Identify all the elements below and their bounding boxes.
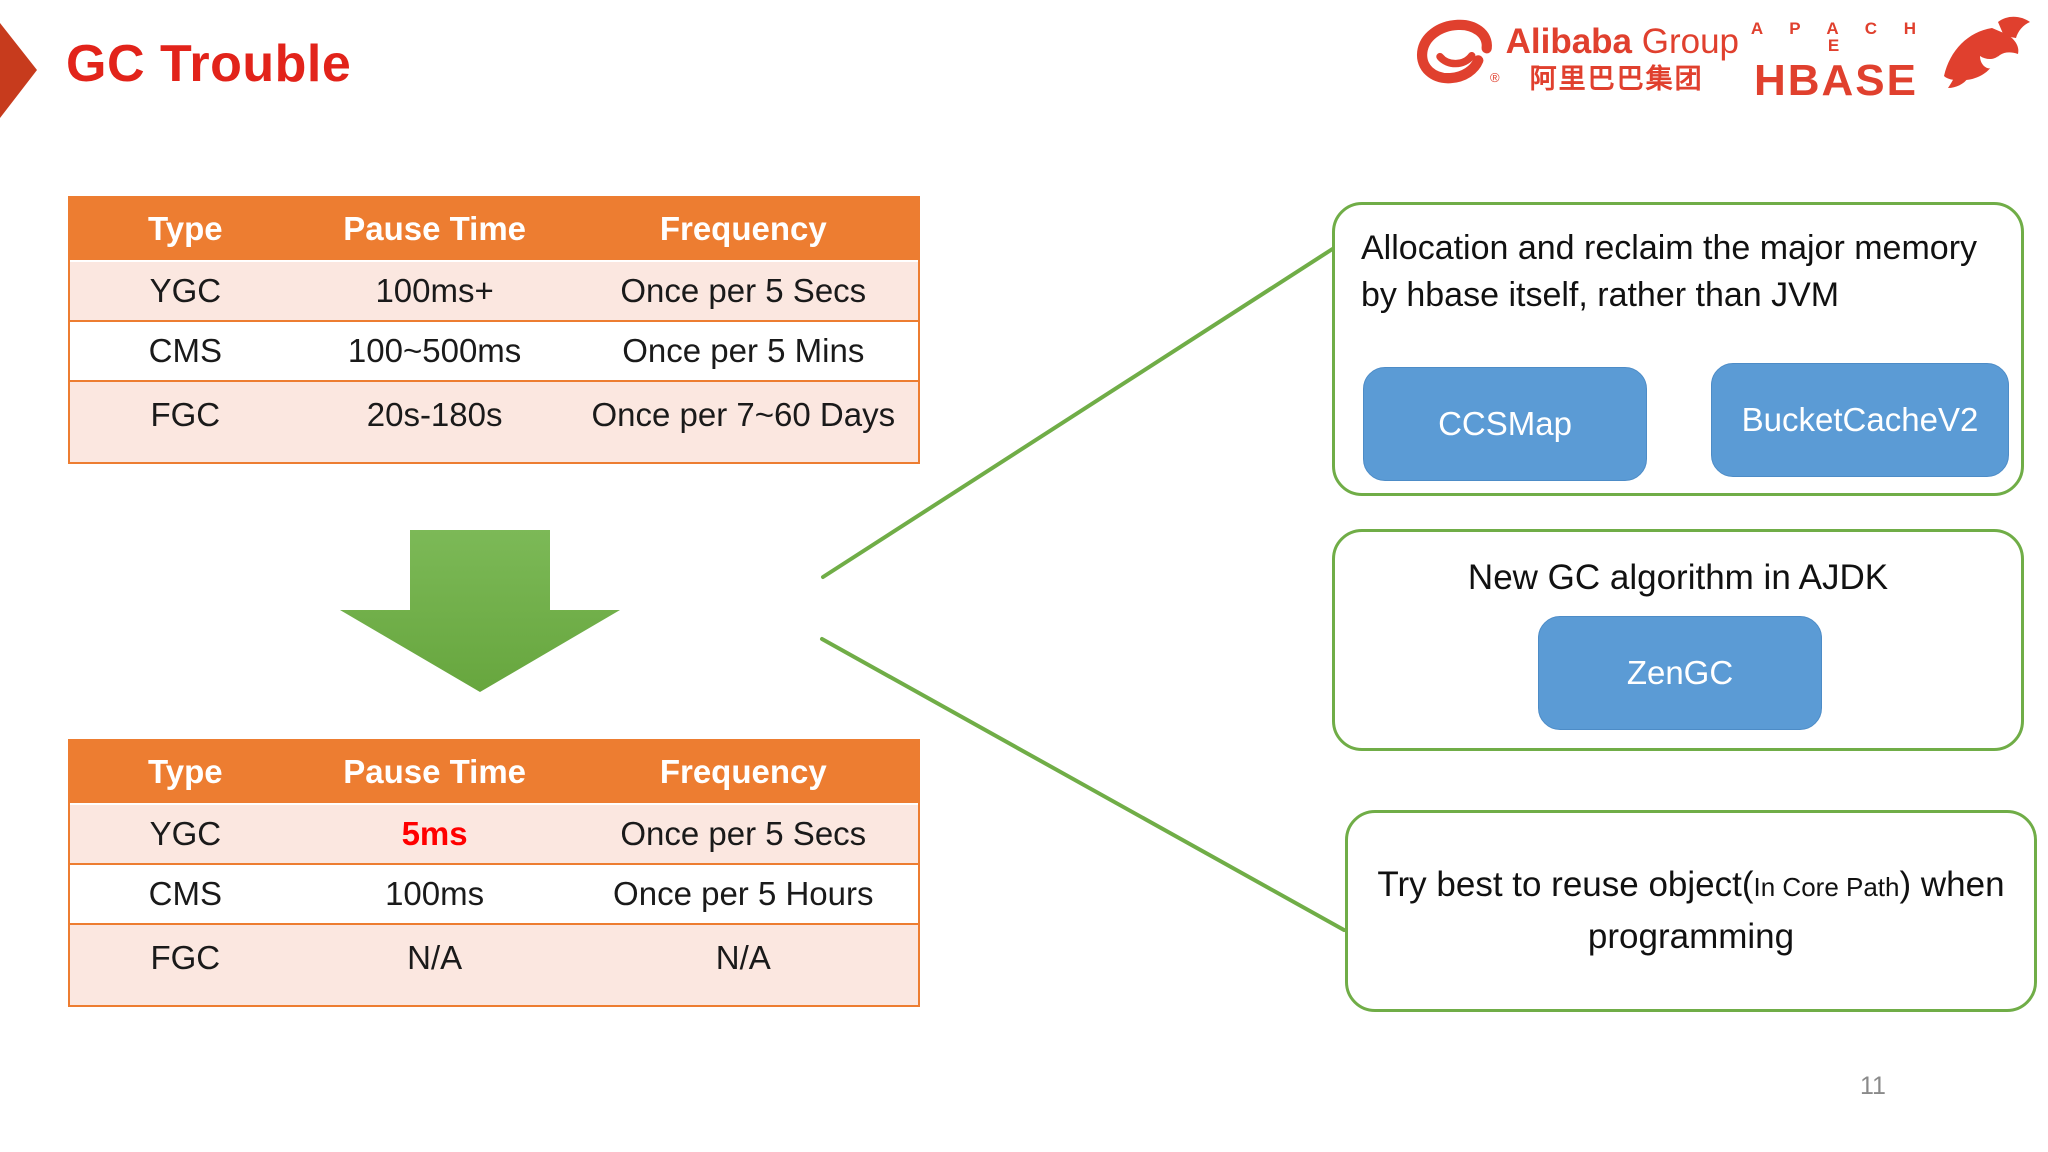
reuse-box-text: Try best to reuse object(In Core Path) w… <box>1377 860 2004 962</box>
reuse-text-line2: programming <box>1587 917 1795 956</box>
table-cell: N/A <box>568 923 918 1005</box>
hbase-wordmark: HBASE <box>1753 56 1919 105</box>
table-cell: FGC <box>70 380 301 462</box>
registered-mark: ® <box>1490 70 1500 85</box>
col-header-type: Type <box>70 741 301 803</box>
zengc-shape: ZenGC <box>1538 616 1822 730</box>
bucketcachev2-shape: BucketCacheV2 <box>1711 363 2009 477</box>
table-cell: Once per 5 Secs <box>568 260 918 320</box>
col-header-pause-time: Pause Time <box>300 741 569 803</box>
apache-hbase-logo: A P A C H E HBASE <box>1740 20 1932 103</box>
col-header-frequency: Frequency <box>568 198 918 260</box>
solution-box-gc-algorithm: New GC algorithm in AJDK ZenGC <box>1332 529 2024 751</box>
reuse-text-suffix: ) when <box>1899 865 2005 904</box>
alibaba-face-icon <box>1417 19 1492 84</box>
memory-box-line1: Allocation and reclaim the major memory <box>1361 229 1978 267</box>
table-cell-highlighted: 5ms <box>300 803 569 863</box>
table-cell: 100~500ms <box>300 320 569 380</box>
page-number: 11 <box>1860 1072 1886 1100</box>
table-cell: 100ms+ <box>300 260 569 320</box>
hbase-orca-icon <box>1944 16 2030 88</box>
alibaba-word: Alibaba <box>1505 22 1633 61</box>
alibaba-group-word: Group <box>1641 22 1740 61</box>
reuse-text-small: In Core Path <box>1753 872 1900 902</box>
alibaba-chinese-text: 阿里巴巴集团 <box>1529 64 1704 94</box>
col-header-frequency: Frequency <box>568 741 918 803</box>
page-title: GC Trouble <box>66 35 352 93</box>
col-header-pause-time: Pause Time <box>300 198 569 260</box>
table-cell: CMS <box>70 863 301 923</box>
reuse-text-prefix: Try best to reuse object( <box>1377 865 1754 904</box>
table-cell: YGC <box>70 260 301 320</box>
alibaba-group-logo: ® Alibaba Group 阿里巴巴集团 <box>1412 16 1739 93</box>
table-cell: Once per 5 Secs <box>568 803 918 863</box>
table-cell: Once per 7~60 Days <box>568 380 918 462</box>
table-cell: YGC <box>70 803 301 863</box>
solution-box-memory: Allocation and reclaim the major memory … <box>1332 202 2024 496</box>
down-arrow-icon <box>340 530 620 692</box>
memory-box-text: Allocation and reclaim the major memory … <box>1361 225 2021 319</box>
col-header-type: Type <box>70 198 301 260</box>
table-cell: FGC <box>70 923 301 1005</box>
alibaba-wordmark: Alibaba Group 阿里巴巴集团 <box>1506 16 1739 93</box>
solution-box-reuse: Try best to reuse object(In Core Path) w… <box>1345 810 2037 1012</box>
gc-table-after: Type Pause Time Frequency YGC 5ms Once p… <box>68 739 920 1007</box>
gc-box-title: New GC algorithm in AJDK <box>1467 558 1889 597</box>
table-cell: N/A <box>300 923 569 1005</box>
table-cell: Once per 5 Hours <box>568 863 918 923</box>
apache-label: A P A C H E <box>1750 19 1928 55</box>
table-cell: Once per 5 Mins <box>568 320 918 380</box>
ccsmap-shape: CCSMap <box>1363 367 1647 481</box>
memory-box-line2: by hbase itself, rather than JVM <box>1361 276 1840 314</box>
gc-table-before: Type Pause Time Frequency YGC 100ms+ Onc… <box>68 196 920 464</box>
table-cell: CMS <box>70 320 301 380</box>
table-cell: 20s-180s <box>300 380 569 462</box>
accent-chevron-icon <box>0 23 37 118</box>
table-cell: 100ms <box>300 863 569 923</box>
